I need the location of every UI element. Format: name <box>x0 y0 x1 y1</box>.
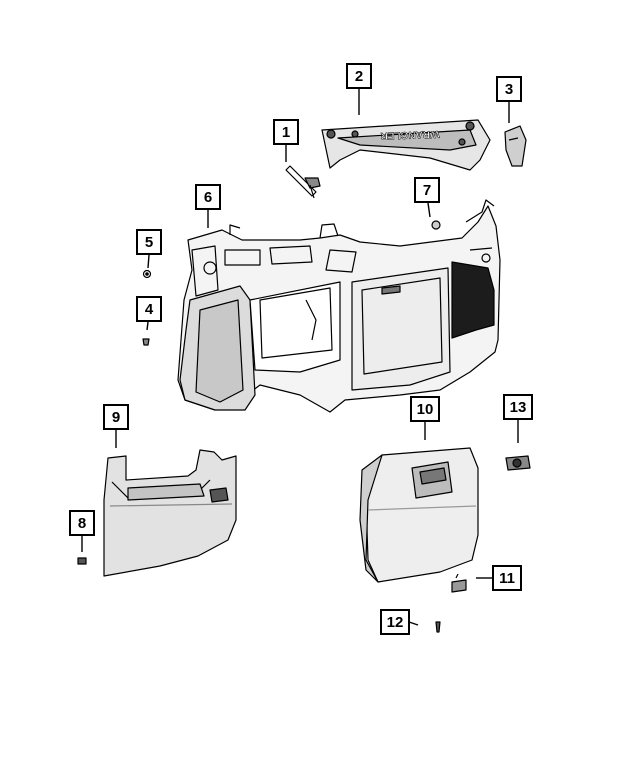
callout-12: 12 <box>380 609 410 635</box>
leader-lines <box>81 89 519 626</box>
part-5-fastener <box>142 269 152 279</box>
part-10-glove-box-door <box>359 447 479 583</box>
callout-11: 11 <box>492 565 522 591</box>
callout-8: 8 <box>69 510 95 536</box>
callout-2: 2 <box>346 63 372 89</box>
part-12-pin <box>435 621 441 633</box>
part-9-knee-panel <box>103 449 237 577</box>
callout-7: 7 <box>414 177 440 203</box>
callout-5: 5 <box>136 229 162 255</box>
part-11-latch <box>451 573 467 593</box>
callout-1: 1 <box>273 119 299 145</box>
callout-4: 4 <box>136 296 162 322</box>
callout-6: 6 <box>195 184 221 210</box>
part-7-clip <box>431 220 441 230</box>
callout-13: 13 <box>503 394 533 420</box>
callout-9: 9 <box>103 404 129 430</box>
part-3-end-cap <box>504 125 527 167</box>
part-4-clip <box>142 338 150 346</box>
part-1-trim-strip <box>285 165 321 199</box>
bezel-lettering: WRANGLER <box>380 128 440 141</box>
part-6-instrument-panel <box>177 199 501 413</box>
callout-3: 3 <box>496 76 522 102</box>
part-13-plug <box>505 455 531 471</box>
part-8-clip <box>77 557 87 565</box>
callout-10: 10 <box>410 396 440 422</box>
part-2-cluster-bezel <box>321 119 491 171</box>
